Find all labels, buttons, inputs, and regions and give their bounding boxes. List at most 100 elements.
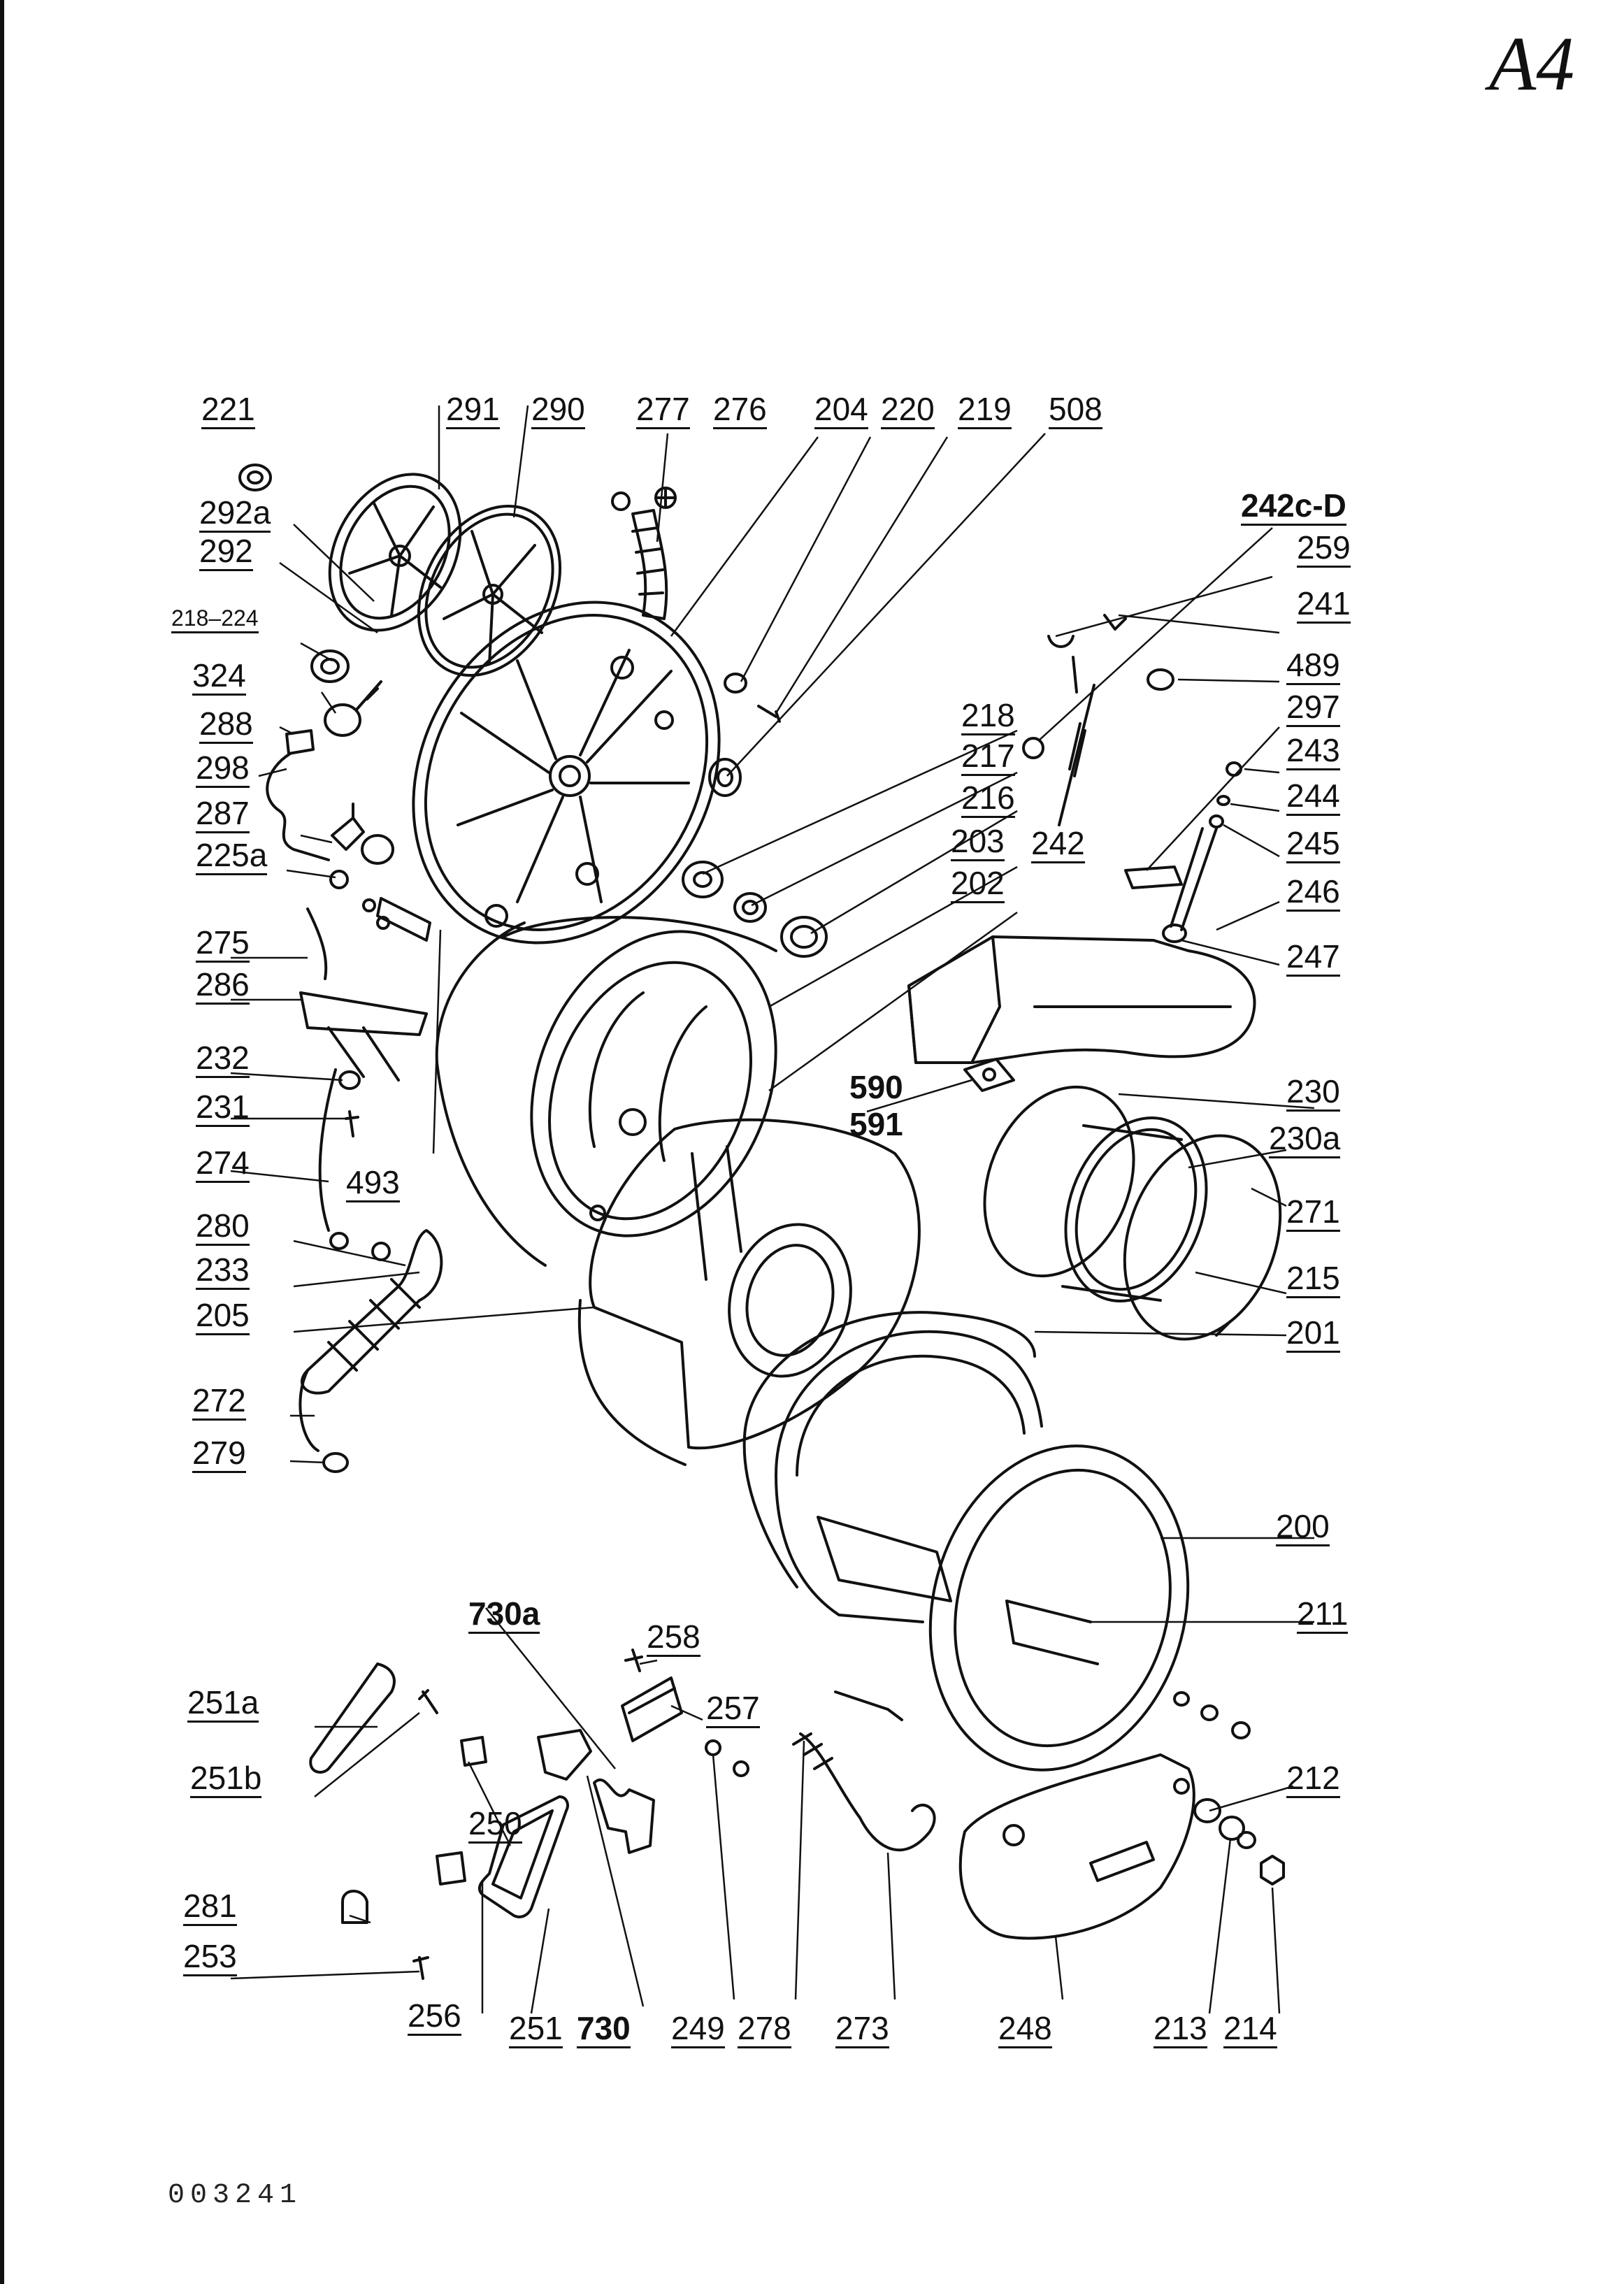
label-508: 508 — [1049, 393, 1102, 429]
part-218-224-seal — [310, 649, 350, 683]
label-204: 204 — [814, 393, 868, 429]
part-230a-seal-inner — [1061, 1116, 1208, 1302]
part-212-washer — [1193, 1798, 1221, 1823]
label-214: 214 — [1223, 2012, 1277, 2048]
part-256-clamp — [436, 1851, 466, 1886]
document-number: 003241 — [168, 2180, 303, 2211]
label-297: 297 — [1286, 691, 1340, 727]
part-247-counterweight — [907, 935, 1256, 1064]
label-257: 257 — [706, 1692, 760, 1728]
label-286: 286 — [196, 968, 250, 1005]
part-278-nut — [733, 1760, 749, 1777]
part-220-washer — [724, 673, 747, 694]
label-225a: 225a — [196, 839, 268, 875]
part-281-cap — [341, 1890, 368, 1924]
part-217-bearing — [733, 892, 767, 923]
label-273: 273 — [835, 2012, 889, 2048]
label-220: 220 — [881, 393, 935, 429]
label-251a: 251a — [187, 1686, 259, 1723]
part-233-nut — [371, 1242, 391, 1261]
label-216: 216 — [961, 782, 1015, 818]
part-248-bracket — [958, 1753, 1195, 1940]
label-203: 203 — [951, 825, 1005, 861]
part-232-nut — [338, 1070, 361, 1090]
label-271: 271 — [1286, 1195, 1340, 1232]
part-216-bearing — [780, 916, 828, 958]
part-249-nut — [705, 1739, 721, 1756]
part-241-hook — [1103, 614, 1127, 631]
label-213: 213 — [1154, 2012, 1207, 2048]
part-230-door-seal — [983, 1085, 1135, 1278]
part-243-244-nuts — [1216, 761, 1242, 806]
part-211-bolts — [1173, 1691, 1251, 1739]
part-242-spring — [1022, 656, 1095, 826]
label-230a: 230a — [1269, 1122, 1341, 1158]
label-249: 249 — [671, 2012, 725, 2048]
part-221-plug — [238, 464, 272, 491]
part-253-screw — [412, 1956, 429, 1980]
label-489: 489 — [1286, 649, 1340, 685]
label-324: 324 — [192, 659, 246, 696]
part-251b-bolt — [418, 1689, 438, 1714]
part-259-clip — [1047, 635, 1075, 648]
label-281: 281 — [183, 1890, 237, 1926]
label-272: 272 — [192, 1384, 246, 1421]
label-242c-d: 242c-D — [1241, 489, 1346, 526]
label-221: 221 — [201, 393, 255, 429]
part-245-246-damper — [1162, 814, 1224, 943]
label-212: 212 — [1286, 1762, 1340, 1798]
part-730a-pump-top — [537, 1729, 592, 1781]
label-247: 247 — [1286, 940, 1340, 977]
part-274-hose — [318, 1068, 337, 1232]
part-251a-handle — [309, 1662, 396, 1774]
label-202: 202 — [951, 867, 1005, 903]
part-287-bracket — [331, 803, 365, 851]
label-218: 218 — [961, 699, 1015, 735]
part-251-gasket — [477, 1795, 569, 1918]
part-324-thermostat — [324, 680, 382, 737]
part-204-tub-back — [412, 601, 721, 945]
label-287: 287 — [196, 797, 250, 833]
label-217: 217 — [961, 740, 1015, 776]
part-508-seal — [708, 758, 742, 797]
scan-edge — [0, 0, 4, 2284]
label-219: 219 — [958, 393, 1012, 429]
part-273-hose — [792, 1690, 936, 1852]
label-278: 278 — [738, 2012, 791, 2048]
label-493: 493 — [346, 1166, 400, 1202]
label-298: 298 — [196, 752, 250, 788]
part-258-screw — [624, 1649, 643, 1672]
label-246: 246 — [1286, 875, 1340, 912]
label-248: 248 — [998, 2012, 1052, 2048]
part-275-hose — [306, 907, 328, 980]
part-280-clip — [329, 1232, 349, 1250]
label-211: 211 — [1297, 1597, 1349, 1634]
label-291: 291 — [446, 393, 500, 429]
part-493-bracket — [362, 897, 431, 942]
label-245: 245 — [1286, 827, 1340, 863]
part-205-bellows — [299, 1229, 443, 1452]
label-276: 276 — [713, 393, 767, 429]
label-258: 258 — [647, 1621, 700, 1657]
part-250-clip — [460, 1736, 487, 1767]
label-244: 244 — [1286, 780, 1340, 816]
part-271-clamp-ring — [1123, 1134, 1282, 1341]
label-230: 230 — [1286, 1075, 1340, 1112]
part-219-screw — [757, 705, 781, 723]
label-232: 232 — [196, 1042, 250, 1078]
label-231: 231 — [196, 1091, 250, 1127]
label-730: 730 — [577, 2012, 631, 2048]
label-288: 288 — [199, 708, 253, 744]
part-225a-nut — [329, 834, 394, 889]
label-251: 251 — [509, 2012, 563, 2048]
part-297-bracket — [1124, 866, 1183, 889]
label-243: 243 — [1286, 734, 1340, 770]
label-290: 290 — [531, 393, 585, 429]
part-730-pump-bracket — [593, 1778, 655, 1854]
label-250: 250 — [468, 1807, 522, 1844]
label-251b: 251b — [190, 1762, 262, 1798]
label-275: 275 — [196, 926, 250, 963]
label-730a: 730a — [468, 1597, 540, 1634]
